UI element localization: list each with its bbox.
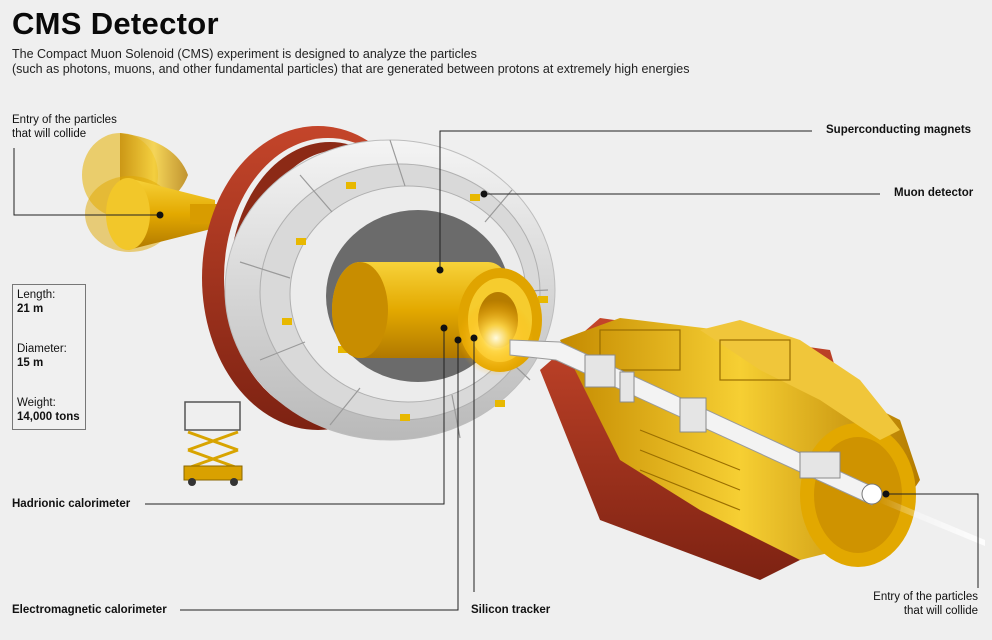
label-muon-detector: Muon detector (894, 187, 974, 199)
spec-diameter-value: 15 m (17, 357, 44, 369)
beam-entry-funnel-left (82, 133, 230, 252)
label-hadronic-calorimeter: Hadrionic calorimeter (12, 498, 131, 510)
spec-diameter-label: Diameter: (17, 343, 67, 355)
spec-weight: Weight: 14,000 tons (17, 396, 80, 424)
spec-length-label: Length: (17, 289, 56, 301)
label-entry-top-line-2: that will collide (12, 128, 87, 140)
callout-dots (156, 190, 890, 498)
label-electromagnetic-calorimeter: Electromagnetic calorimeter (12, 604, 167, 616)
label-superconducting-magnets: Superconducting magnets (826, 124, 972, 136)
callout-lines (13, 130, 979, 611)
label-entry-bottom: Entry of the particles that will collide (840, 590, 978, 618)
detector-endcap-cutaway (509, 318, 985, 580)
spec-length: Length: 21 m (17, 288, 55, 316)
detector-barrel (202, 126, 556, 441)
label-entry-bottom-line-2: that will collide (903, 605, 978, 617)
spec-diameter: Diameter: 15 m (17, 342, 67, 370)
subtitle: The Compact Muon Solenoid (CMS) experime… (12, 47, 772, 77)
label-silicon-tracker: Silicon tracker (471, 604, 551, 616)
scissor-lift (183, 401, 243, 486)
subtitle-line-2: (such as photons, muons, and other funda… (12, 62, 690, 76)
label-entry-top: Entry of the particles that will collide (12, 113, 117, 141)
spec-weight-label: Weight: (17, 397, 56, 409)
page-title: CMS Detector (12, 6, 219, 41)
label-entry-top-line-1: Entry of the particles (12, 114, 117, 126)
spec-length-value: 21 m (17, 303, 44, 315)
label-entry-bottom-line-1: Entry of the particles (873, 591, 978, 603)
subtitle-line-1: The Compact Muon Solenoid (CMS) experime… (12, 47, 477, 61)
spec-weight-value: 14,000 tons (17, 411, 80, 423)
specs-box: Length: 21 m Diameter: 15 m Weight: 14,0… (12, 284, 86, 430)
